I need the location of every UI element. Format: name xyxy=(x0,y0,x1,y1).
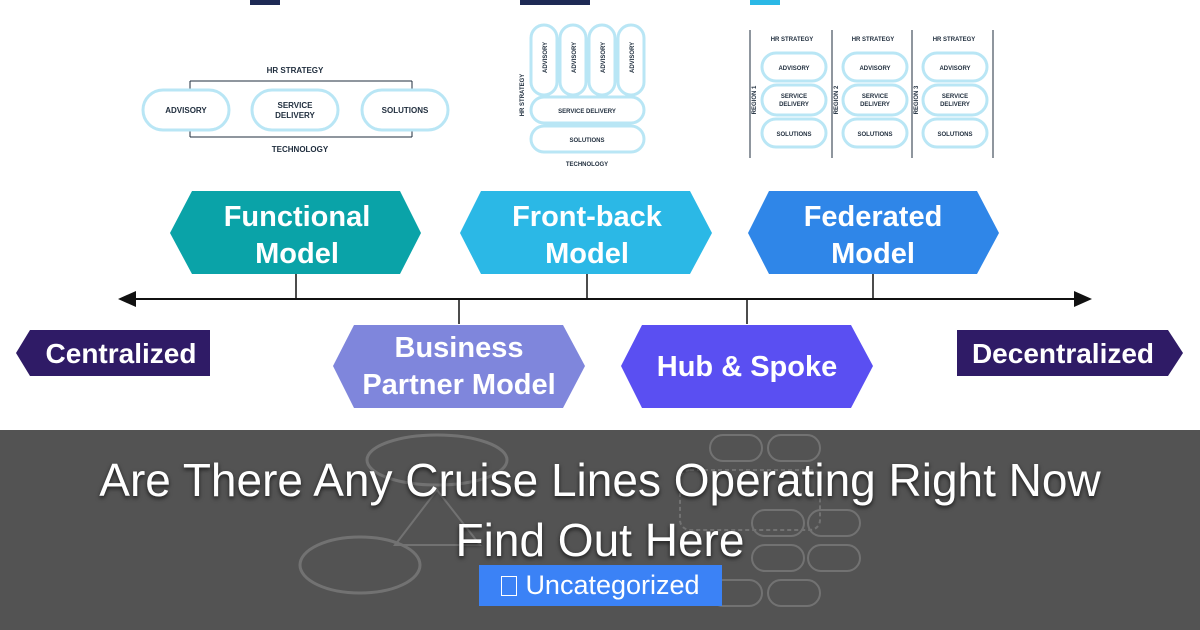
business-partner-model-line2: Partner Model xyxy=(362,369,555,401)
region-1-label: REGION 1 xyxy=(752,85,758,114)
axis-left-arrow xyxy=(118,291,136,307)
functional-hr-strategy-label: HR STRATEGY xyxy=(267,66,324,75)
frontback-advisory-label: ADVISORY xyxy=(630,42,636,73)
frontback-advisory-label: ADVISORY xyxy=(543,42,549,73)
post-title-line-1: Are There Any Cruise Lines Operating Rig… xyxy=(99,454,1101,506)
federated-hr-strategy-label: HR STRATEGY xyxy=(852,37,895,43)
federated-delivery-label: DELIVERY xyxy=(860,102,890,108)
frontback-technology-label: TECHNOLOGY xyxy=(566,162,608,168)
federated-service-label: SERVICE xyxy=(781,94,807,100)
centralized-label: Centralized xyxy=(46,338,197,369)
federated-advisory-label: ADVISORY xyxy=(939,66,970,72)
functional-model-line1: Functional xyxy=(224,201,371,233)
functional-technology-label: TECHNOLOGY xyxy=(272,145,329,154)
federated-service-label: SERVICE xyxy=(942,94,968,100)
frontback-mini-diagram: HR STRATEGY ADVISORY ADVISORY ADVISORY A… xyxy=(520,23,646,168)
decentralized-label: Decentralized xyxy=(972,338,1154,369)
hub-spoke-model-hexagon xyxy=(621,325,873,408)
federated-model-hexagon xyxy=(748,191,999,274)
cut-off-title-fragment xyxy=(750,0,780,5)
category-badge[interactable]: Uncategorized xyxy=(479,565,722,606)
functional-mini-diagram: HR STRATEGY ADVISORY SERVICE DELIVERY SO… xyxy=(141,66,450,154)
functional-solutions-label: SOLUTIONS xyxy=(382,106,429,115)
cut-off-title-fragment xyxy=(250,0,280,5)
federated-hr-strategy-label: HR STRATEGY xyxy=(933,37,976,43)
federated-delivery-label: DELIVERY xyxy=(940,102,970,108)
frontback-solutions-label: SOLUTIONS xyxy=(569,138,604,144)
federated-advisory-label: ADVISORY xyxy=(778,66,809,72)
frontback-service-delivery-label: SERVICE DELIVERY xyxy=(558,109,616,115)
decentralized-label-shape xyxy=(957,330,1183,376)
federated-service-label: SERVICE xyxy=(862,94,888,100)
federated-model-line2: Model xyxy=(831,238,915,270)
region-2-label: REGION 2 xyxy=(834,85,840,114)
federated-solutions-label: SOLUTIONS xyxy=(937,132,972,138)
federated-model-line1: Federated xyxy=(804,201,943,233)
centralized-label-shape xyxy=(16,330,210,376)
axis-right-arrow xyxy=(1074,291,1092,307)
business-partner-model-line1: Business xyxy=(395,332,524,364)
frontback-model-line1: Front-back xyxy=(512,201,663,233)
frontback-advisory-label: ADVISORY xyxy=(572,42,578,73)
functional-model-line2: Model xyxy=(255,238,339,270)
frontback-advisory-label: ADVISORY xyxy=(601,42,607,73)
post-title[interactable]: Are There Any Cruise Lines Operating Rig… xyxy=(40,450,1160,570)
federated-hr-strategy-label: HR STRATEGY xyxy=(771,37,814,43)
post-title-line-2: Find Out Here xyxy=(455,514,745,566)
federated-delivery-label: DELIVERY xyxy=(779,102,809,108)
hub-spoke-model-label: Hub & Spoke xyxy=(657,351,837,383)
functional-delivery-label: DELIVERY xyxy=(275,111,315,120)
federated-solutions-label: SOLUTIONS xyxy=(857,132,892,138)
functional-advisory-label: ADVISORY xyxy=(165,106,207,115)
region-3-label: REGION 3 xyxy=(914,85,920,114)
frontback-hr-strategy-label: HR STRATEGY xyxy=(520,74,526,117)
background-diagram-ghost xyxy=(298,433,861,607)
federated-mini-diagram: HR STRATEGY HR STRATEGY HR STRATEGY REGI… xyxy=(749,30,994,158)
cut-off-title-fragment xyxy=(520,0,590,5)
frontback-model-line2: Model xyxy=(545,238,629,270)
federated-solutions-label: SOLUTIONS xyxy=(776,132,811,138)
federated-advisory-label: ADVISORY xyxy=(859,66,890,72)
category-label: Uncategorized xyxy=(525,570,700,600)
business-partner-model-hexagon xyxy=(333,325,585,408)
frontback-model-hexagon xyxy=(460,191,712,274)
functional-model-hexagon xyxy=(170,191,421,274)
folder-icon xyxy=(501,576,518,596)
functional-service-label: SERVICE xyxy=(278,101,314,110)
